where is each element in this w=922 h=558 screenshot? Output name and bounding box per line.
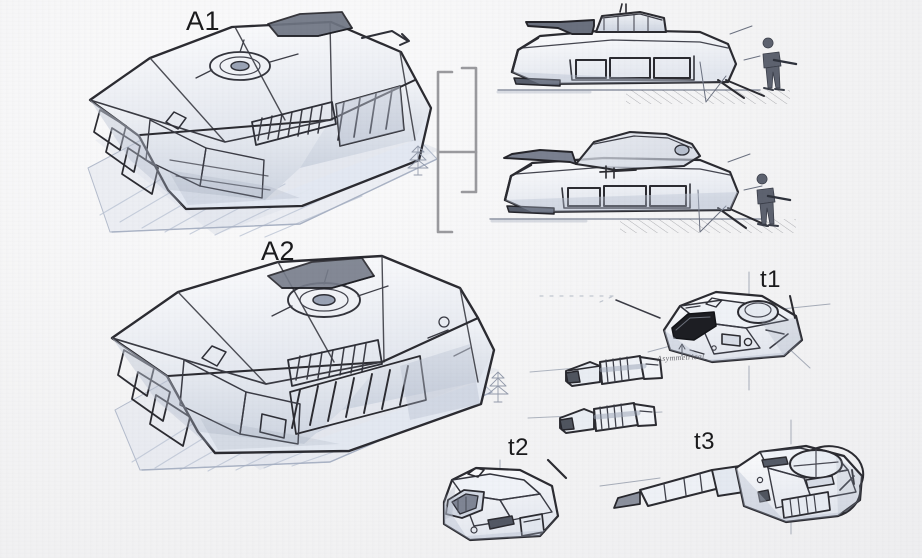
hull-a2-louvers [295, 343, 367, 381]
turret-t1-antenna [789, 295, 796, 319]
weapon-module-w1 [529, 355, 663, 387]
side-view-lower [489, 130, 796, 233]
turret-t2-front-blocks [445, 489, 485, 519]
hull-a1-body [88, 11, 433, 211]
asymmetrical-note-leader [678, 343, 686, 357]
label-t1: t1 [760, 266, 782, 293]
scale-marker-tower-a1 [407, 145, 429, 176]
bracket-right [460, 66, 478, 194]
side-view-lower-turret [503, 130, 702, 179]
hull-a2-ribs [291, 365, 409, 429]
turret-t1 [615, 271, 831, 391]
hull-a2-body [110, 254, 496, 455]
scale-figure-soldier-upper [762, 37, 798, 91]
hull-a1-rotation-arrow [361, 30, 410, 46]
turret-t2 [442, 458, 568, 542]
label-t3: t3 [694, 428, 716, 455]
turret-t1-sensor-drum [737, 300, 779, 324]
turret-t3-main-gun [613, 465, 745, 509]
label-a1: A1 [186, 6, 221, 36]
turret-t2-antenna [546, 458, 568, 480]
hull-a1-dorsal-hatch [195, 39, 299, 81]
label-a2: A2 [261, 236, 296, 266]
side-view-upper-turret [525, 3, 668, 35]
turret-t3 [599, 419, 865, 535]
guide-dashes [539, 293, 619, 303]
label-t2: t2 [508, 434, 530, 461]
side-view-upper [496, 3, 790, 104]
scale-figure-soldier-lower [756, 173, 792, 227]
turret-t3-cupola [789, 449, 843, 479]
hull-a1-louvers [257, 105, 323, 141]
scale-marker-tower-a2 [487, 371, 509, 403]
weapon-module-w2 [527, 402, 663, 434]
